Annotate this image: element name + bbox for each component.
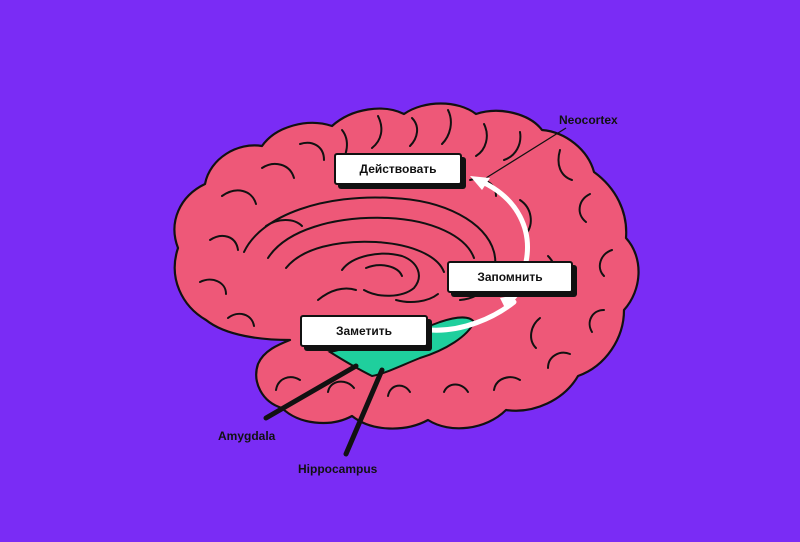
- brain-cortex: [173, 102, 640, 430]
- step-remember-label: Запомнить: [477, 270, 543, 284]
- arrowhead-act: [470, 176, 490, 190]
- arrow-remember-to-act: [475, 177, 530, 265]
- step-notice-box: Заметить: [300, 315, 428, 347]
- neocortex-label: Neocortex: [559, 113, 618, 127]
- neocortex-pointer: [485, 127, 567, 179]
- hippocampus-pointer: [343, 367, 385, 457]
- step-act-label: Действовать: [359, 162, 437, 176]
- hippocampus-label: Hippocampus: [298, 462, 378, 476]
- amygdala-label: Amygdala: [218, 429, 276, 443]
- step-act-box: Действовать: [334, 153, 462, 185]
- arrowhead-remember: [500, 294, 520, 310]
- step-remember-box: Запомнить: [447, 261, 573, 293]
- step-notice-label: Заметить: [335, 324, 393, 338]
- amygdala-pointer: [263, 363, 359, 421]
